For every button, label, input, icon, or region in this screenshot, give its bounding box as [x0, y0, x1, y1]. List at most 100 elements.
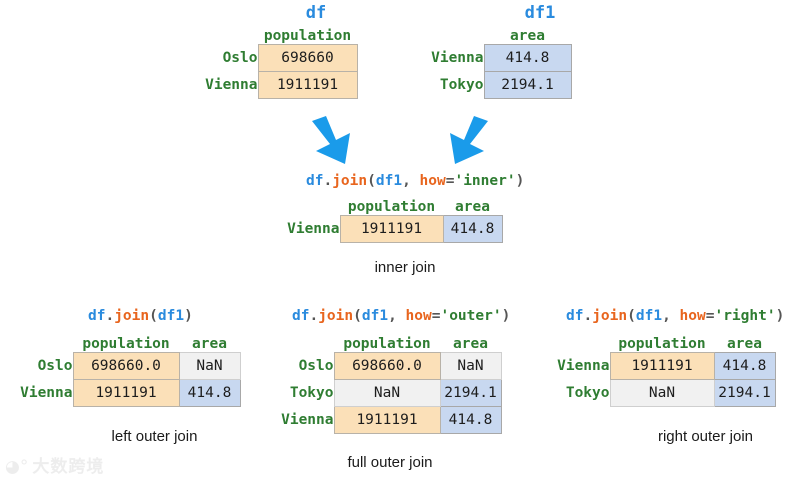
- code-token: ,: [402, 173, 420, 189]
- table-cell: 414.8: [178, 379, 241, 407]
- table-header-row: population area: [258, 199, 502, 216]
- column-header: population: [343, 336, 431, 352]
- table-cell: 698660.0: [72, 352, 180, 380]
- caption-outer-join: full outer join: [347, 454, 433, 471]
- code-token: ): [515, 173, 525, 189]
- table-cell: 698660: [257, 44, 358, 72]
- code-token: how: [405, 308, 432, 324]
- code-token: df: [566, 308, 584, 324]
- row-index-label: Oslo: [37, 358, 73, 374]
- code-token: df: [306, 173, 324, 189]
- table-corner-cell: [404, 28, 484, 45]
- caption-inner-join: inner join: [374, 259, 436, 276]
- table-corner-cell: [3, 336, 73, 353]
- table-cell: 2194.1: [439, 379, 502, 407]
- code-token: (: [367, 173, 376, 189]
- code-token: df1: [361, 308, 389, 324]
- code-token: ,: [662, 308, 680, 324]
- table-corner-cell: [532, 336, 610, 353]
- code-token: ): [501, 308, 511, 324]
- df1-title: df1: [524, 3, 556, 23]
- code-token: ,: [388, 308, 406, 324]
- table-cell: NaN: [333, 379, 441, 407]
- code-token: 'outer': [440, 308, 502, 324]
- table-cell: NaN: [178, 352, 241, 380]
- row-index-label: Oslo: [298, 358, 334, 374]
- arrow-df1-to-inner-icon: [450, 116, 488, 164]
- code-token: .: [323, 173, 333, 189]
- row-index-label: Vienna: [20, 385, 73, 401]
- table-corner-cell: [261, 336, 334, 353]
- code-token: how: [419, 173, 446, 189]
- code-token: 'right': [714, 308, 776, 324]
- code-token: df: [292, 308, 310, 324]
- column-header: area: [510, 28, 545, 44]
- column-header: area: [455, 199, 490, 215]
- table-header-row: area: [404, 28, 571, 45]
- table-cell: 2194.1: [483, 71, 572, 99]
- code-outer-join-mount: df.join(df1, how='outer'): [292, 308, 510, 324]
- column-header: area: [192, 336, 227, 352]
- code-token: .: [105, 308, 115, 324]
- code-left-join: df.join(df1): [88, 308, 193, 324]
- table-cell: 414.8: [442, 215, 503, 243]
- table-cell: 2194.1: [713, 379, 776, 407]
- column-header: area: [727, 336, 762, 352]
- code-token: ): [184, 308, 193, 324]
- row-index-label: Vienna: [281, 412, 334, 428]
- column-header: population: [618, 336, 706, 352]
- code-token: join: [592, 308, 628, 324]
- table-cell: 1911191: [609, 352, 715, 380]
- table-header-row: population: [170, 28, 357, 45]
- column-header: population: [347, 199, 436, 215]
- caption-right-join: right outer join: [657, 428, 754, 445]
- code-token: how: [679, 308, 706, 324]
- table-cell: 414.8: [439, 406, 502, 434]
- code-token: 'inner': [454, 173, 516, 189]
- watermark-text: 大数跨境: [32, 457, 105, 477]
- code-inner-join: df.join(df1, how='inner'): [306, 173, 524, 189]
- arrow-df-to-inner-icon: [312, 116, 350, 164]
- table-cell: 414.8: [483, 44, 572, 72]
- table-corner-cell: [170, 28, 258, 45]
- code-token: df1: [375, 173, 403, 189]
- code-token: =: [445, 173, 455, 189]
- code-token: (: [353, 308, 362, 324]
- watermark: ◕° 大数跨境: [5, 459, 104, 476]
- row-index-label: Vienna: [287, 221, 340, 237]
- table-cell: 698660.0: [333, 352, 441, 380]
- code-left-join-mount: df.join(df1): [88, 308, 193, 324]
- code-right-join-mount: df.join(df1, how='right'): [566, 308, 784, 324]
- code-token: join: [332, 173, 368, 189]
- table-cell: 1911191: [333, 406, 441, 434]
- code-token: df1: [635, 308, 663, 324]
- row-index-label: Vienna: [205, 77, 258, 93]
- table-cell: NaN: [609, 379, 715, 407]
- column-header: area: [453, 336, 488, 352]
